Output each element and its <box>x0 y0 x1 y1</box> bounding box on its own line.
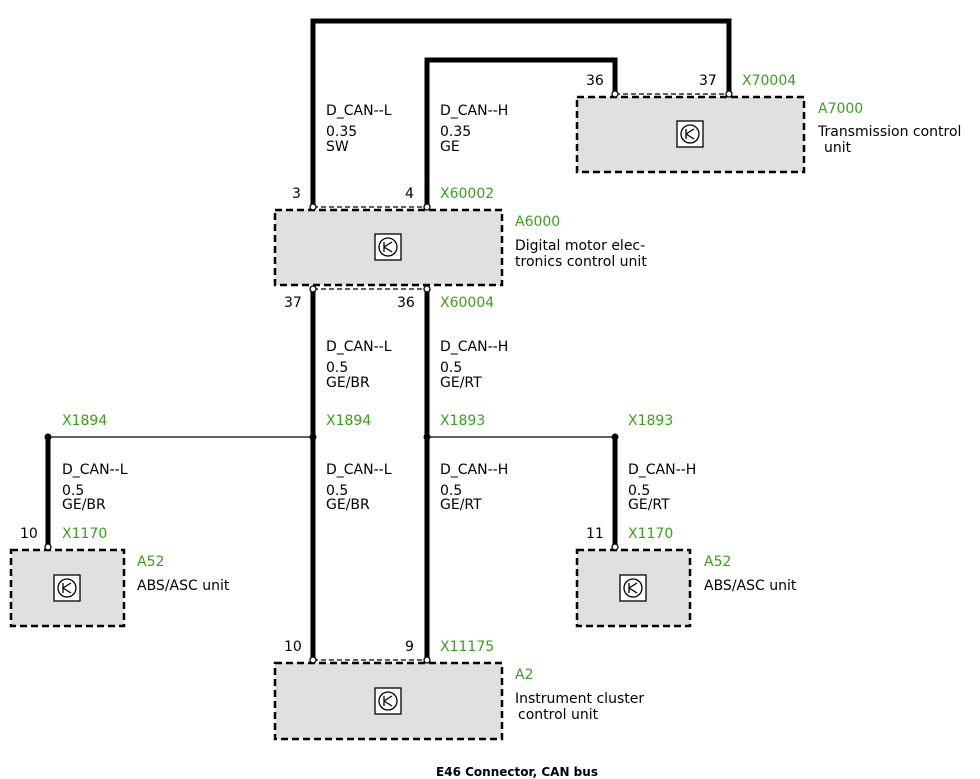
a52-left-pin-label: 10 <box>20 526 38 542</box>
wire-low-l-gauge: 0.5 <box>326 483 348 499</box>
wire-low-l-color: GE/BR <box>326 497 370 513</box>
a6000-name-line2: tronics control unit <box>515 254 647 270</box>
a2-connector-label: X11175 <box>440 639 494 655</box>
wire-dcan-h-a6000-a7000 <box>424 57 618 206</box>
ecu-icon <box>374 687 402 715</box>
splice-x1893-right-label: X1893 <box>628 413 673 429</box>
splice-x1894-main-label: X1894 <box>326 413 371 429</box>
wire-right-h-gauge: 0.5 <box>628 483 650 499</box>
a2-name-line2: control unit <box>518 707 599 723</box>
wire-top-h-signal: D_CAN--H <box>440 103 508 119</box>
splice-dot-x1893-main <box>423 433 431 441</box>
wire-top-h-gauge: 0.35 <box>440 124 471 140</box>
a6000-connector-bottom-label: X60004 <box>440 295 494 311</box>
wire-low-h-gauge: 0.5 <box>440 483 462 499</box>
a52-left-pin-10 <box>44 543 52 551</box>
a7000-name-line2: unit <box>824 140 852 156</box>
a7000-name-line1: Transmission control <box>817 124 961 140</box>
wire-low-h-signal: D_CAN--H <box>440 462 508 478</box>
splice-dot-x1894-left <box>44 433 52 441</box>
wire-mid-l-signal: D_CAN--L <box>326 339 392 355</box>
a6000-pin-3 <box>309 203 317 211</box>
wire-mid-h-signal: D_CAN--H <box>440 339 508 355</box>
a52-left-connector-label: X1170 <box>62 526 107 542</box>
a6000-pin-4 <box>423 203 431 211</box>
a2-pin-10-label: 10 <box>284 639 302 655</box>
a52-right-connector-label: X1170 <box>628 526 673 542</box>
wire-right-h-color: GE/RT <box>628 497 670 513</box>
wire-left-l-gauge: 0.5 <box>62 483 84 499</box>
a2-name-line1: Instrument cluster <box>515 691 644 707</box>
a52-left-name: ABS/ASC unit <box>137 578 230 594</box>
a6000-pin-3-label: 3 <box>292 186 301 202</box>
a6000-pin-37-label: 37 <box>284 295 302 311</box>
wire-top-l-gauge: 0.35 <box>326 124 357 140</box>
a6000-pin-36 <box>423 285 431 293</box>
a7000-pin-37 <box>725 90 733 98</box>
a2-pin-9 <box>423 656 431 664</box>
a6000-pin-4-label: 4 <box>405 186 414 202</box>
ecu-icon <box>619 574 647 602</box>
a52-right-id-label: A52 <box>704 554 731 570</box>
wire-left-l-signal: D_CAN--L <box>62 462 128 478</box>
a6000-pin-37 <box>309 285 317 293</box>
a2-pin-10 <box>309 656 317 664</box>
ecu-icon <box>374 233 402 261</box>
splice-dot-x1893-right <box>611 433 619 441</box>
wire-left-l-color: GE/BR <box>62 497 106 513</box>
splice-dot-x1894-main <box>309 433 317 441</box>
a7000-id-label: A7000 <box>818 101 863 117</box>
a6000-pin-36-label: 36 <box>397 295 415 311</box>
a52-right-pin-label: 11 <box>586 526 604 542</box>
a6000-id-label: A6000 <box>515 214 560 230</box>
wire-mid-l-color: GE/BR <box>326 375 370 391</box>
a7000-pin-36-label: 36 <box>586 73 604 89</box>
a7000-pin-36 <box>611 90 619 98</box>
wire-top-l-color: SW <box>326 139 349 155</box>
wire-mid-h-gauge: 0.5 <box>440 360 462 376</box>
wire-mid-h-color: GE/RT <box>440 375 482 391</box>
wire-mid-l-gauge: 0.5 <box>326 360 348 376</box>
a7000-connector-label: X70004 <box>742 73 796 89</box>
ecu-icon <box>53 574 81 602</box>
a52-right-name: ABS/ASC unit <box>704 578 797 594</box>
splice-x1893-main-label: X1893 <box>440 413 485 429</box>
a52-right-pin-11 <box>611 543 619 551</box>
a6000-connector-top-label: X60002 <box>440 186 494 202</box>
ecu-icon <box>676 120 704 148</box>
wire-low-h-color: GE/RT <box>440 497 482 513</box>
a2-id-label: A2 <box>515 667 533 683</box>
a52-left-id-label: A52 <box>137 554 164 570</box>
wire-top-h-color: GE <box>440 139 460 155</box>
a2-pin-9-label: 9 <box>405 639 414 655</box>
diagram-caption: E46 Connector, CAN bus <box>436 765 598 779</box>
wire-dcan-l-a6000-a7000 <box>310 18 732 206</box>
splice-x1894-left-label: X1894 <box>62 413 107 429</box>
wire-top-l-signal: D_CAN--L <box>326 103 392 119</box>
wire-low-l-signal: D_CAN--L <box>326 462 392 478</box>
a7000-pin-37-label: 37 <box>699 73 717 89</box>
a6000-name-line1: Digital motor elec- <box>515 238 645 254</box>
wire-right-h-signal: D_CAN--H <box>628 462 696 478</box>
